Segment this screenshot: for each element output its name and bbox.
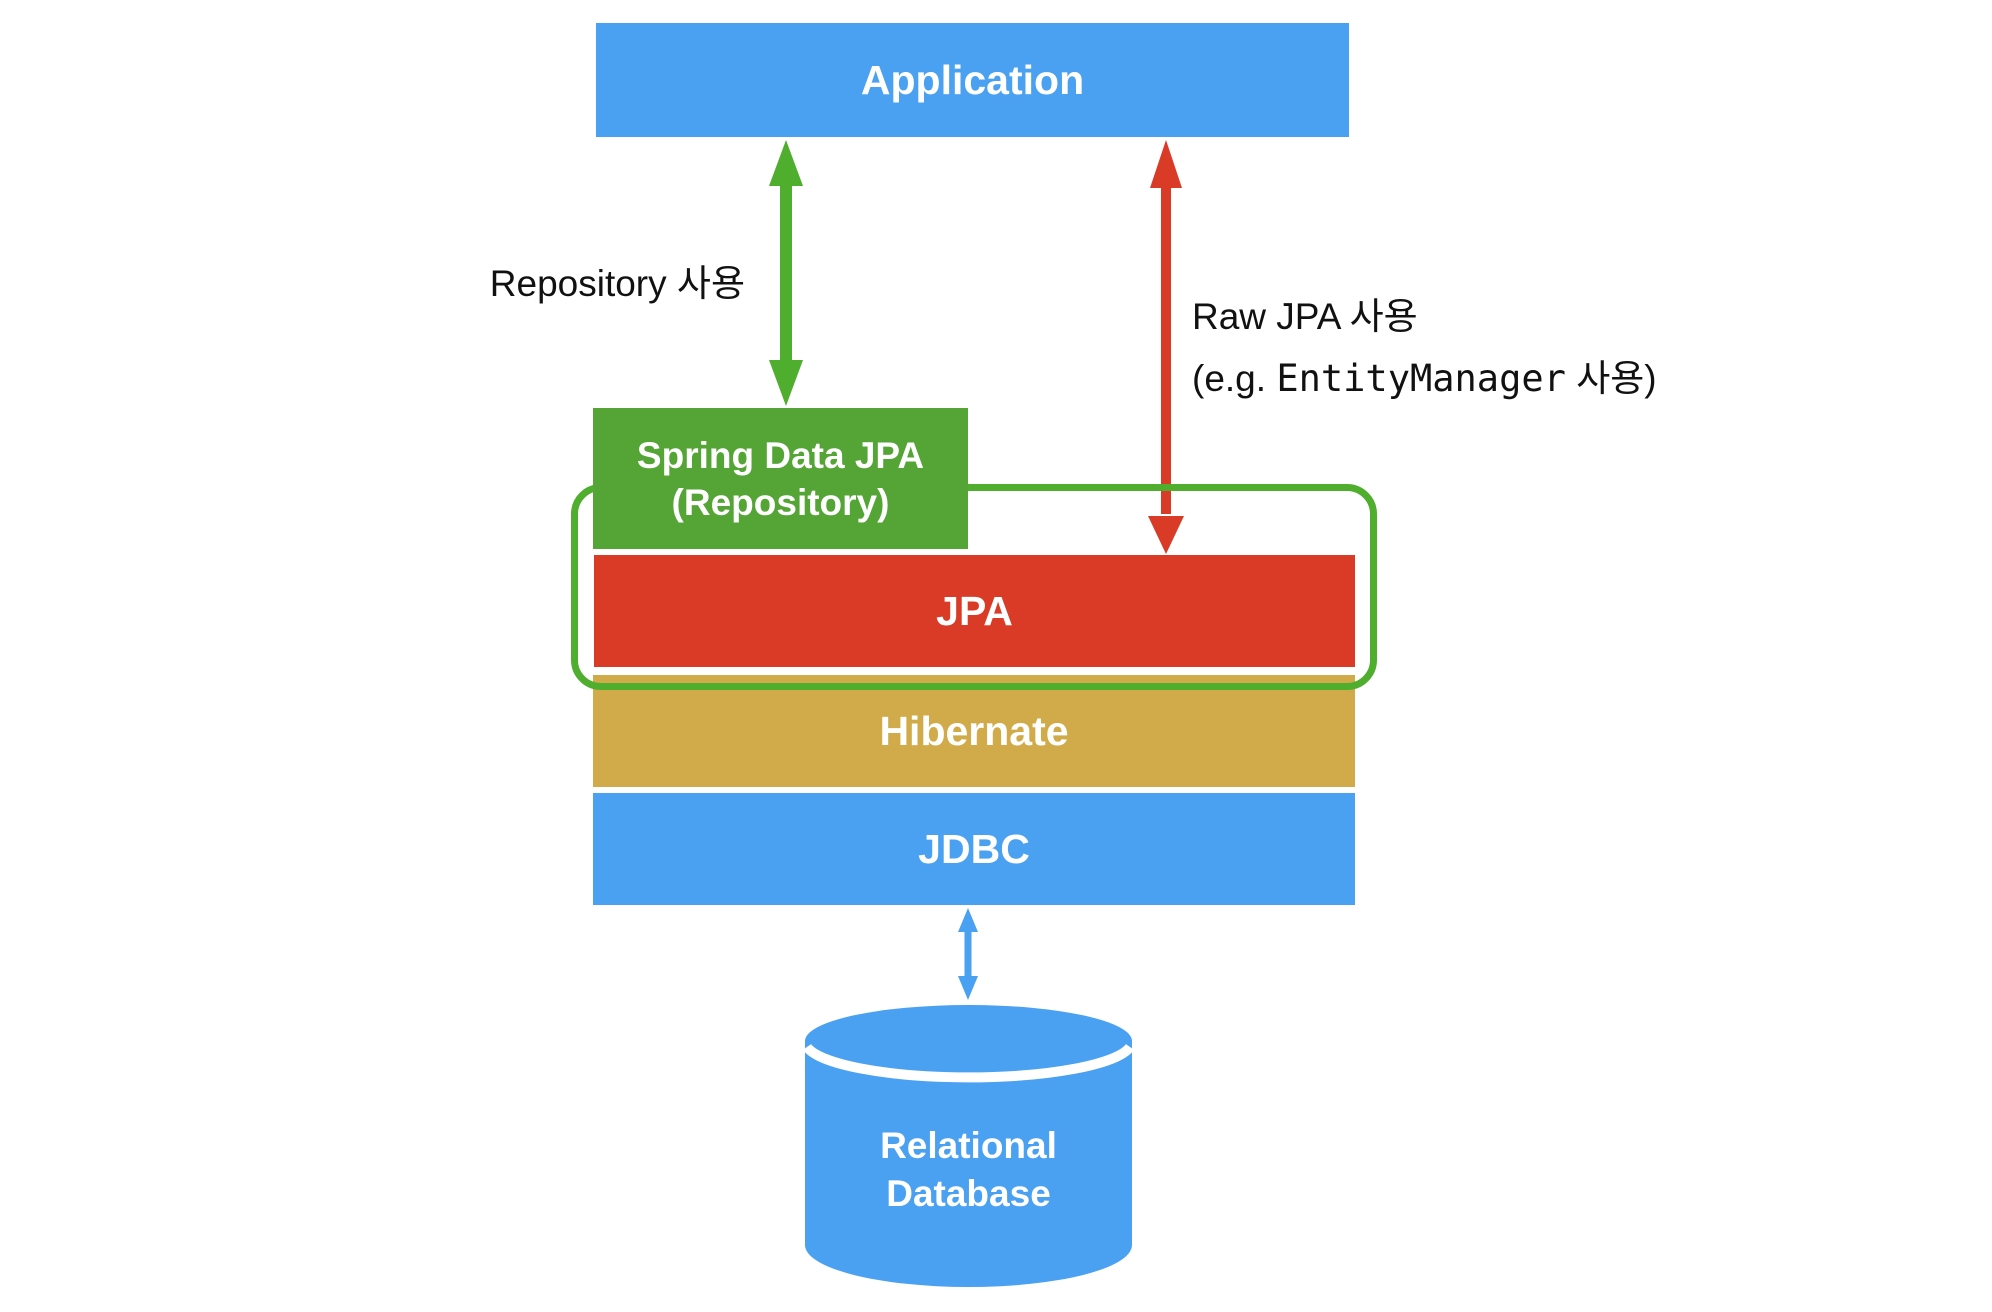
hibernate-label: Hibernate	[879, 707, 1069, 754]
hibernate-box: Hibernate	[593, 675, 1355, 787]
database-label-line2: Database	[886, 1173, 1051, 1214]
database-cylinder-icon	[805, 1005, 1132, 1287]
jdbc-db-double-arrow-icon	[958, 908, 978, 1000]
jpa-group-outline	[571, 484, 1377, 690]
application-box: Application	[596, 23, 1349, 137]
database-label: Relational Database	[805, 1122, 1132, 1218]
jdbc-label: JDBC	[918, 825, 1030, 872]
entitymanager-code-text: EntityManager	[1276, 357, 1566, 400]
spring-data-jpa-label-line1: Spring Data JPA	[636, 434, 925, 476]
repository-usage-label: Repository 사용	[489, 263, 745, 304]
raw-jpa-double-arrow-icon	[1148, 140, 1184, 554]
raw-jpa-usage-line2: (e.g. EntityManager 사용)	[1192, 357, 1657, 400]
spring-data-jpa-box: Spring Data JPA (Repository)	[593, 408, 968, 549]
spring-data-jpa-label-line2: (Repository)	[671, 481, 890, 523]
database-label-line1: Relational	[880, 1125, 1057, 1166]
jpa-box: JPA	[594, 555, 1355, 667]
raw-jpa-usage-label: Raw JPA 사용 (e.g. EntityManager 사용)	[1192, 286, 1657, 410]
application-label: Application	[860, 56, 1085, 103]
jdbc-box: JDBC	[593, 793, 1355, 905]
jpa-label: JPA	[936, 587, 1013, 634]
raw-jpa-usage-line1: Raw JPA 사용	[1192, 296, 1418, 337]
repository-double-arrow-icon	[769, 140, 803, 406]
